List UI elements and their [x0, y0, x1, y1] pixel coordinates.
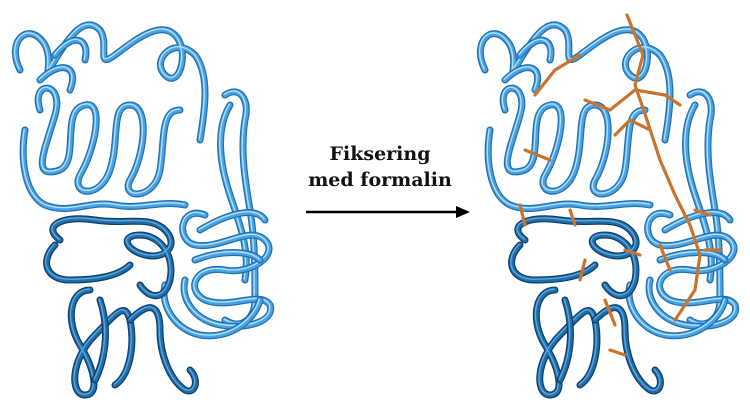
arrow-head	[456, 206, 470, 218]
fixation-arrow	[306, 206, 470, 218]
protein-after-fixation	[480, 15, 736, 395]
arrow-label-line-1: Fiksering	[290, 142, 470, 166]
arrow-label-line-2: med formalin	[290, 168, 470, 192]
protein-before-fixation	[15, 24, 271, 395]
